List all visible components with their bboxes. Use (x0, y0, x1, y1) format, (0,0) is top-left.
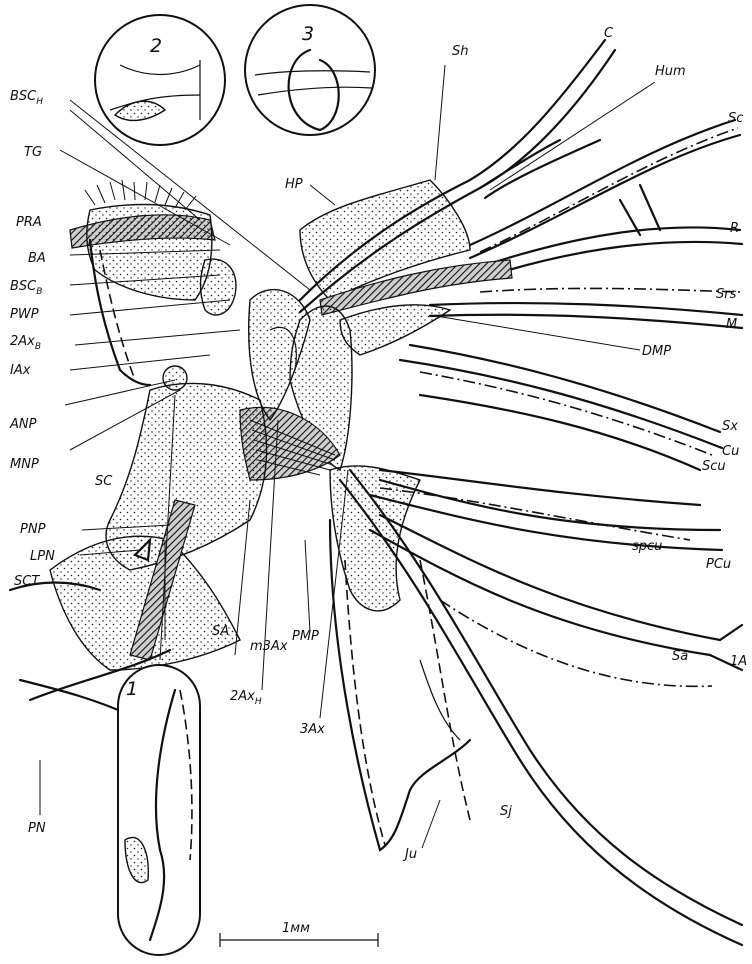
label-sj: Sj (500, 804, 512, 819)
label-2ax-b-main: 2Ax (10, 334, 35, 349)
label-3ax: 3Ax (300, 722, 325, 737)
label-bsc-b: BSCB (10, 279, 42, 297)
scale-bar-label: 1мм (282, 921, 310, 936)
label-pnp: PNP (20, 522, 46, 537)
inset-2: 2 (95, 15, 225, 145)
label-1a: 1A (730, 654, 747, 669)
label-sc-scutum: SC (95, 474, 113, 489)
label-pn: PN (28, 821, 46, 836)
label-sx: Sx (722, 419, 738, 434)
label-pmp: PMP (292, 629, 319, 644)
label-sh: Sh (452, 44, 469, 59)
label-c: C (604, 26, 614, 41)
label-lpn: LPN (30, 549, 55, 564)
inset-3-number: 3 (302, 23, 314, 45)
inset-2-number: 2 (150, 35, 162, 57)
inset-1: 1 (118, 665, 200, 955)
label-m3ax: m3Ax (250, 639, 288, 654)
label-iax: IAx (10, 363, 31, 378)
label-pcu: PCu (706, 557, 731, 572)
label-spcu: spcu (632, 539, 662, 554)
label-hp: HP (285, 177, 303, 192)
label-sct: SCT (14, 574, 40, 589)
label-pra: PRA (16, 215, 42, 230)
label-mnp: MNP (10, 457, 39, 472)
label-sa-sclerite: SA (212, 624, 229, 639)
label-ju: Ju (402, 847, 417, 862)
notum (10, 180, 267, 720)
label-bsc-h-main: BSC (10, 89, 37, 104)
label-m: M (726, 317, 737, 332)
label-dmp: DMP (642, 344, 671, 359)
label-tg: TG (24, 145, 42, 160)
label-2ax-b-sub: B (35, 342, 41, 352)
label-pwp: PWP (10, 307, 39, 322)
label-bsc-h: BSCH (10, 89, 43, 107)
label-2ax-h-main: 2Ax (230, 689, 255, 704)
label-scu: Scu (702, 459, 726, 474)
label-srs: Srs (716, 287, 737, 302)
label-ba: BA (28, 251, 46, 266)
label-2ax-b: 2AxB (10, 334, 41, 352)
scale-bar: 1мм (220, 921, 378, 947)
label-r: R (730, 221, 739, 236)
label-sa: Sa (672, 649, 688, 664)
label-bsc-h-sub: H (36, 97, 43, 107)
label-hum: Hum (655, 64, 686, 79)
label-cu: Cu (722, 444, 739, 459)
inset-1-number: 1 (126, 678, 138, 700)
label-sc-vein: Sc (728, 111, 743, 126)
label-bsc-b-main: BSC (10, 279, 37, 294)
label-bsc-b-sub: B (36, 287, 42, 297)
label-2ax-h-sub: H (255, 697, 262, 707)
inset-3: 3 (245, 5, 375, 135)
label-2ax-h: 2AxH (230, 689, 262, 707)
label-anp: ANP (9, 417, 37, 432)
